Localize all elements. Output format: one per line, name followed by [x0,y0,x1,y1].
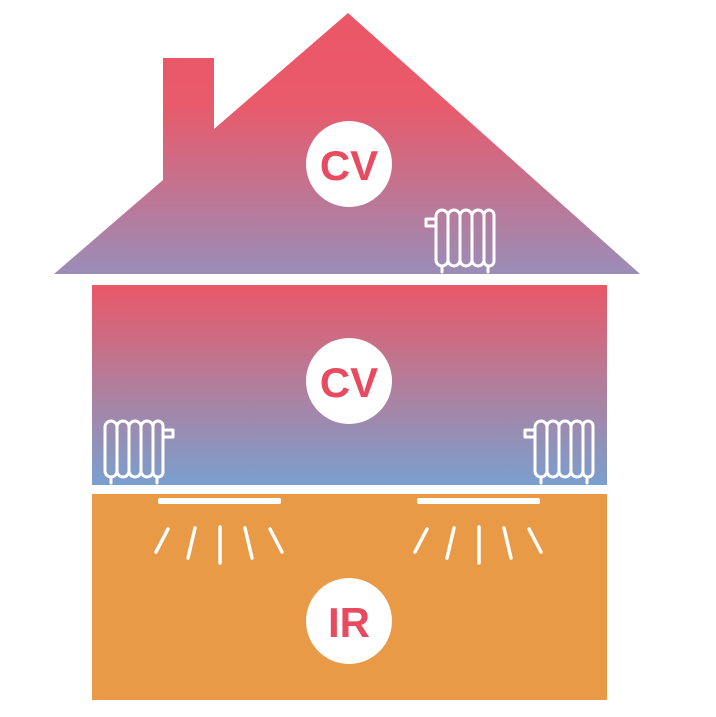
attic-radiator-icon [424,208,496,274]
ground-ir-badge: IR [306,578,392,664]
ground-ir-label: IR [328,599,370,646]
attic-cv-label: CV [320,142,378,189]
left-radiator-icon [103,419,175,485]
attic-cv-badge: CV [306,121,392,207]
right-infrared-panel-icon [413,498,543,565]
left-infrared-panel-icon [154,498,284,565]
middle-cv-label: CV [320,359,378,406]
middle-cv-badge: CV [306,338,392,424]
right-radiator-icon [523,419,595,485]
